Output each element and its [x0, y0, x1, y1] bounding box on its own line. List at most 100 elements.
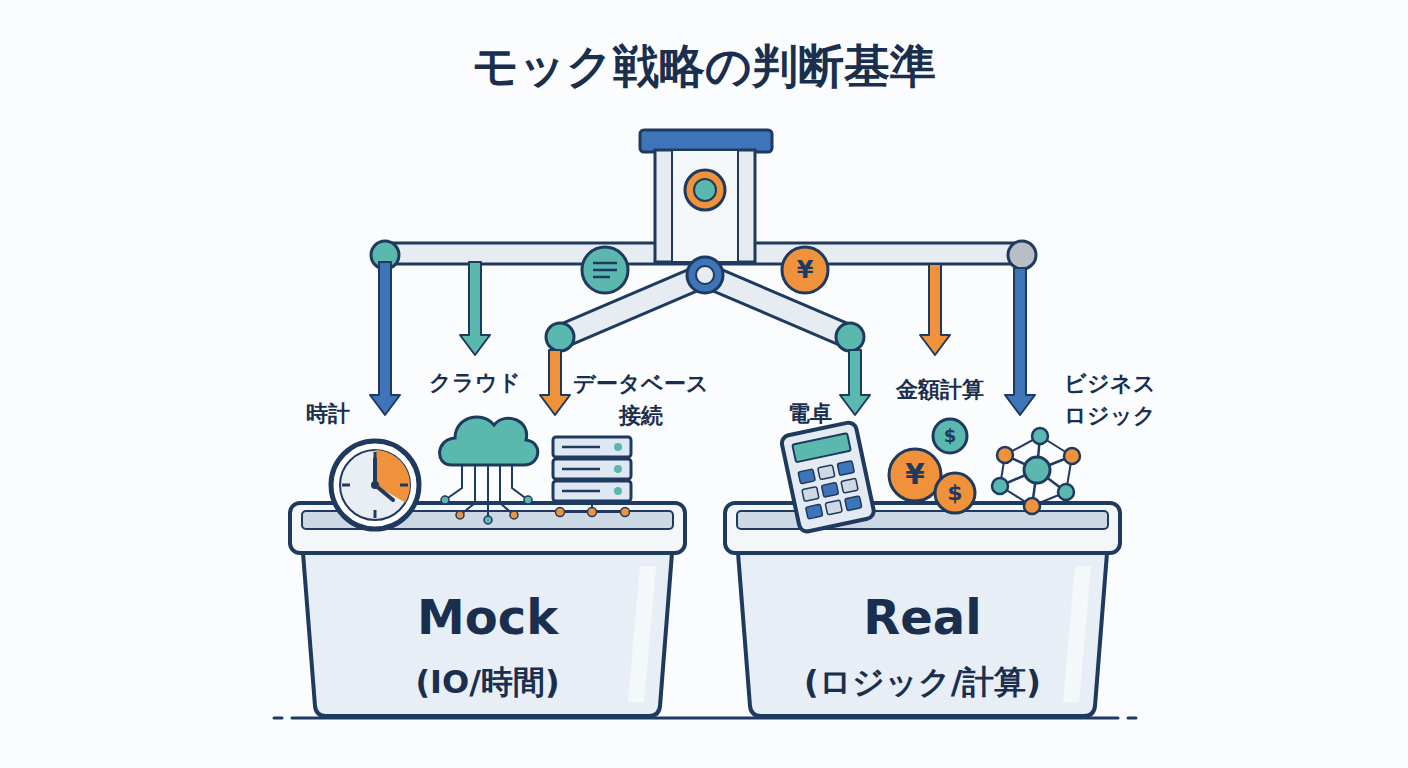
illustration-path: [540, 350, 570, 415]
illustration-circle: [1058, 484, 1074, 500]
illustration-rect: [825, 500, 842, 515]
dollar-symbol: $: [930, 427, 970, 445]
illustration-line: [342, 484, 350, 487]
illustration-line: [400, 484, 408, 487]
illustration-rect: [737, 511, 1108, 529]
node-label: Real: [720, 586, 1125, 648]
illustration-line: [560, 275, 705, 337]
illustration-circle: [1008, 241, 1036, 269]
illustration-circle: [1064, 448, 1080, 464]
calculator-item: 電卓: [770, 398, 890, 538]
illustration-path: [1005, 268, 1035, 415]
node-label: クラウド: [420, 369, 530, 398]
illustration-path: [628, 566, 656, 702]
illustration-path: [1063, 566, 1091, 702]
yen-symbol: ¥: [895, 461, 935, 489]
real-bin: Real (ロジック/計算): [720, 495, 1125, 723]
illustration-circle: [1024, 457, 1050, 483]
illustration-path: [375, 450, 410, 503]
illustration-rect: [792, 433, 851, 462]
illustration-circle: [685, 170, 725, 210]
illustration-circle: [614, 443, 622, 451]
business-logic-item: ビジネス ロジック: [985, 368, 1165, 518]
cloud-item: クラウド: [425, 368, 540, 528]
node-sublabel: (IO/時間): [285, 662, 690, 704]
illustration-rect: [798, 469, 815, 484]
illustration-circle: [582, 247, 628, 293]
yen-symbol: ¥: [785, 258, 825, 282]
illustration-rect: [553, 459, 631, 479]
illustration-circle: [836, 323, 864, 351]
illustration-rect: [672, 150, 738, 262]
illustration-rect: [845, 496, 862, 511]
illustration-path: [920, 264, 950, 355]
illustration-rect: [553, 437, 631, 457]
illustration-circle: [782, 247, 828, 293]
node-sublabel: (ロジック/計算): [720, 662, 1125, 704]
illustration-path: [445, 465, 462, 500]
illustration-circle: [484, 516, 492, 524]
illustration-circle: [997, 447, 1013, 463]
illustration-circle: [696, 266, 714, 284]
money-item: 金額計算: [880, 375, 990, 520]
illustration-path: [440, 417, 538, 465]
illustration-line: [562, 446, 600, 449]
illustration-circle: [935, 473, 975, 513]
illustration-circle: [371, 481, 379, 489]
illustration-circle: [510, 511, 518, 519]
illustration-circle: [614, 487, 622, 495]
illustration-path: [460, 262, 490, 355]
illustration-rect: [655, 150, 755, 262]
mock-bin: Mock (IO/時間): [285, 495, 690, 723]
illustration-rect: [821, 482, 838, 497]
illustration-rect: [553, 481, 631, 501]
illustration-circle: [546, 323, 574, 351]
illustration-rect: [725, 503, 1120, 553]
illustration-rect: [802, 487, 819, 502]
illustration-circle: [1032, 428, 1048, 444]
illustration-line: [1128, 717, 1136, 720]
illustration-rect: [806, 504, 823, 519]
illustration-circle: [992, 478, 1008, 494]
illustration-path: [487, 465, 489, 520]
illustration-line: [593, 262, 617, 265]
clock-item: 時計: [296, 398, 436, 538]
illustration-line: [705, 275, 850, 337]
node-label: Mock: [285, 586, 690, 648]
database-item: データベース 接続: [545, 368, 705, 523]
node-label: 時計: [298, 400, 358, 429]
node-label: 金額計算: [884, 376, 996, 405]
illustration-circle: [556, 508, 565, 517]
illustration-path: [840, 350, 870, 415]
dollar-symbol: $: [935, 482, 975, 504]
illustration-line: [562, 468, 600, 471]
illustration-circle: [331, 441, 419, 529]
illustration-circle: [1024, 498, 1040, 514]
illustration-path: [370, 262, 400, 415]
illustration-circle: [621, 508, 630, 517]
illustration-line: [593, 269, 617, 272]
illustration-line: [560, 275, 705, 337]
diagram-title: モック戦略の判断基準: [0, 36, 1408, 98]
illustration-circle: [614, 465, 622, 473]
illustration-circle: [694, 179, 716, 201]
illustration-circle: [588, 508, 597, 517]
illustration-line: [705, 275, 850, 337]
illustration-rect: [837, 461, 854, 476]
illustration-circle: [340, 450, 410, 520]
illustration-rect: [302, 511, 673, 529]
illustration-circle: [687, 257, 723, 293]
illustration-rect: [290, 503, 685, 553]
illustration-circle: [889, 449, 941, 501]
illustration-rect: [841, 478, 858, 493]
illustration-circle: [456, 511, 464, 519]
illustration-circle: [441, 496, 449, 504]
node-label: データベース 接続: [568, 368, 714, 432]
node-label: 電卓: [780, 400, 840, 429]
illustration-rect: [818, 465, 835, 480]
illustration-circle: [524, 496, 532, 504]
illustration-path: [512, 465, 528, 500]
node-label: ビジネス ロジック: [1058, 368, 1162, 432]
